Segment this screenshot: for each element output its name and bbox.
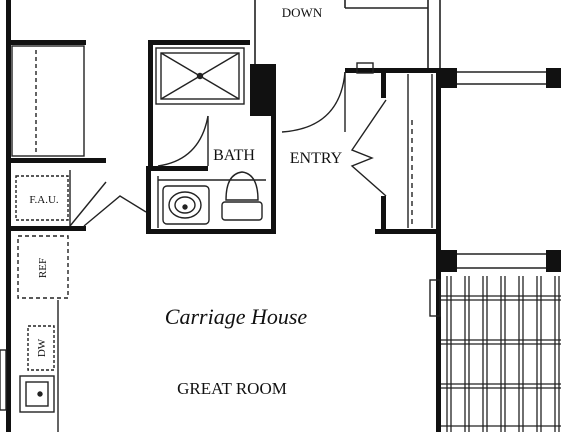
unit-name: Carriage House [165,304,308,329]
great-room-label: GREAT ROOM [177,379,287,398]
bath-door [157,115,209,167]
bath-label: BATH [213,147,255,164]
fau-label: F.A.U. [29,194,59,206]
entry-door [281,62,374,133]
ref-label: REF [37,258,49,278]
right-walls [441,68,561,272]
shower [155,47,245,105]
entry-label: ENTRY [290,150,343,167]
left-walls [6,0,106,432]
kitchen-counter [0,300,59,432]
right-lines [429,71,546,317]
bath-walls [146,40,276,234]
fau-closet [15,170,147,227]
refrigerator [17,235,69,299]
dw-label: DW [36,338,48,357]
bath-fixtures [157,171,266,228]
stair-area [254,0,441,68]
entry-walls [345,68,441,432]
upper-cabinet [11,45,85,157]
down-label: DOWN [282,5,323,20]
trellis [441,276,561,432]
entry-closet [350,74,433,228]
